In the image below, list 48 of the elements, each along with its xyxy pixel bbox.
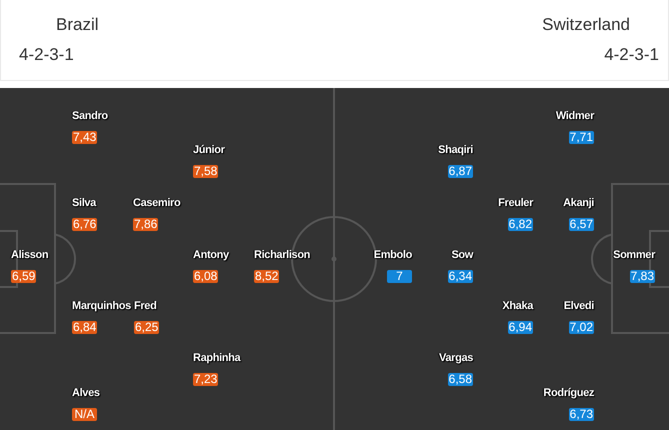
player-name: Richarlison bbox=[254, 248, 310, 262]
player-name: Casemiro bbox=[133, 196, 180, 210]
rating-badge: 8,52 bbox=[254, 270, 280, 283]
rating-badge: 6,57 bbox=[568, 218, 594, 231]
player-name: Widmer bbox=[556, 109, 594, 123]
player-name: Alisson bbox=[11, 248, 48, 262]
rating-badge: 7,23 bbox=[193, 373, 218, 386]
player-name: Alves bbox=[72, 386, 100, 400]
rating-badge: 6,58 bbox=[448, 373, 473, 386]
rating-badge: 6,87 bbox=[448, 165, 473, 178]
rating-badge: 7,02 bbox=[568, 321, 594, 334]
player-name: Embolo bbox=[374, 248, 412, 262]
rating-badge: 7,71 bbox=[568, 131, 594, 144]
formation-label: 4-2-3-1 bbox=[604, 45, 659, 65]
team-name: Switzerland bbox=[542, 15, 630, 35]
rating-badge: 6,73 bbox=[568, 408, 594, 421]
rating-badge: 6,76 bbox=[72, 218, 98, 231]
rating-badge: 7,43 bbox=[72, 131, 98, 144]
rating-badge: 6,94 bbox=[508, 321, 533, 334]
rating-badge: 7,83 bbox=[630, 270, 655, 283]
rating-badge: 6,34 bbox=[448, 270, 473, 283]
player-name: Vargas bbox=[439, 351, 473, 365]
rating-badge: 7,86 bbox=[133, 218, 158, 231]
player-name: Sandro bbox=[72, 109, 108, 123]
player-name: Elvedi bbox=[564, 299, 594, 313]
player-name: Fred bbox=[134, 299, 156, 313]
player-name: Freuler bbox=[498, 196, 533, 210]
rating-badge: 6,08 bbox=[193, 270, 218, 283]
player-name: Marquinhos bbox=[72, 299, 131, 313]
player-name: Akanji bbox=[563, 196, 594, 210]
rating-badge: 6,82 bbox=[508, 218, 533, 231]
player-name: Shaqiri bbox=[438, 143, 473, 157]
rating-badge: N/A bbox=[72, 408, 97, 421]
player-name: Antony bbox=[193, 248, 229, 262]
rating-badge: 6,59 bbox=[11, 270, 36, 283]
formation-label: 4-2-3-1 bbox=[19, 45, 74, 65]
player-name: Sommer bbox=[613, 248, 655, 262]
player-name: Raphinha bbox=[193, 351, 240, 365]
rating-badge: 7,58 bbox=[193, 165, 218, 178]
team-name: Brazil bbox=[56, 15, 99, 35]
rating-badge: 6,25 bbox=[134, 321, 160, 334]
rating-badge: 6,84 bbox=[72, 321, 98, 334]
rating-badge: 7 bbox=[387, 270, 412, 283]
player-name: Sow bbox=[451, 248, 473, 262]
player-name: Júnior bbox=[193, 143, 225, 157]
player-name: Xhaka bbox=[502, 299, 533, 313]
player-name: Silva bbox=[72, 196, 96, 210]
player-name: Rodríguez bbox=[543, 386, 594, 400]
